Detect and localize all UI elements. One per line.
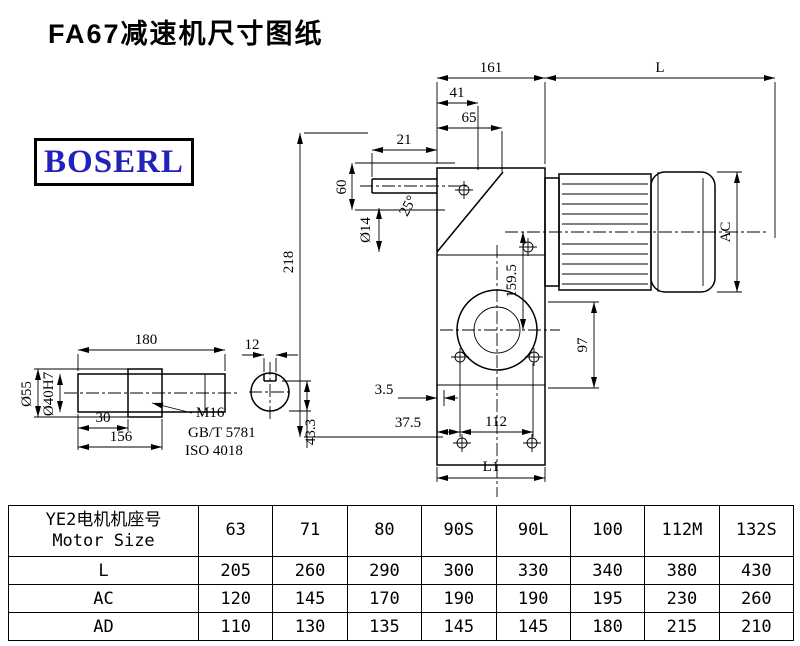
dim-65: 65 [462, 110, 477, 126]
size-col-header: 63 [197, 505, 274, 557]
dim-41: 41 [450, 85, 465, 101]
table-cell: 260 [272, 556, 348, 585]
dim-43-3: 43.3 [303, 419, 319, 445]
motor-size-table: YE2电机机座号 Motor Size 63 71 80 90S 90L 100… [8, 505, 795, 641]
bolt-hole [455, 181, 473, 199]
bolt-hole [519, 238, 537, 256]
gearbox-main-view [360, 167, 560, 497]
table-cell: 290 [346, 556, 423, 585]
table-cell: 195 [569, 584, 646, 613]
size-col-header: 90L [495, 505, 571, 557]
table-cell: 210 [718, 612, 795, 641]
standard-label-iso: ISO 4018 [185, 443, 243, 459]
size-col-header: 71 [272, 505, 348, 557]
size-col-header: 80 [346, 505, 423, 557]
table-cell: 300 [421, 556, 497, 585]
dim-159-5: 159.5 [504, 264, 520, 298]
dim-12: 12 [245, 337, 260, 353]
table-cell: 340 [569, 556, 646, 585]
keyway-section-view: 12 43.3 [242, 337, 319, 448]
table-cell: 180 [569, 612, 646, 641]
dim-3-5: 3.5 [375, 382, 394, 398]
dim-AC: AC [718, 222, 734, 243]
table-cell: 145 [421, 612, 497, 641]
table-cell: 170 [346, 584, 423, 613]
table-cell: 190 [495, 584, 571, 613]
motor-fins [562, 183, 648, 285]
main-view-dimensions: 161 L 41 65 21 60 Ø14 [281, 60, 776, 482]
motor-size-header-cn: YE2电机机座号 [45, 509, 162, 530]
table-cell: 145 [272, 584, 348, 613]
bolt-hole [523, 434, 541, 452]
motor-view [505, 171, 768, 293]
table-row-AC: AC 120 145 170 190 190 195 230 260 [8, 584, 795, 613]
dim-25deg: 25° [396, 193, 420, 219]
table-cell: 135 [346, 612, 423, 641]
dim-21: 21 [397, 132, 412, 148]
table-cell: 215 [644, 612, 720, 641]
page-title: FA67减速机尺寸图纸 [48, 19, 324, 49]
dim-180: 180 [135, 332, 158, 348]
table-cell: 230 [644, 584, 720, 613]
table-row-L: L 205 260 290 300 330 340 380 430 [8, 556, 795, 585]
dim-L1: L1 [483, 459, 500, 475]
row-label: AC [8, 584, 199, 613]
dim-161: 161 [480, 60, 503, 76]
table-cell: 190 [421, 584, 497, 613]
dim-30: 30 [96, 410, 111, 426]
table-cell: 120 [197, 584, 274, 613]
housing-outline [436, 167, 546, 466]
table-header-row: YE2电机机座号 Motor Size 63 71 80 90S 90L 100… [8, 505, 795, 557]
table-cell: 430 [718, 556, 795, 585]
bolt-hole [453, 434, 471, 452]
dim-156: 156 [110, 429, 133, 445]
size-col-header: 132S [718, 505, 795, 557]
table-cell: 205 [197, 556, 274, 585]
bolt-hole [525, 348, 543, 366]
table-cell: 330 [495, 556, 571, 585]
size-col-header: 100 [569, 505, 646, 557]
table-row-AD: AD 110 130 135 145 145 180 215 210 [8, 612, 795, 641]
motor-size-header-cell: YE2电机机座号 Motor Size [8, 505, 199, 557]
dim-60: 60 [334, 180, 350, 195]
size-col-header: 90S [421, 505, 497, 557]
table-cell: 260 [718, 584, 795, 613]
table-cell: 380 [644, 556, 720, 585]
row-label: AD [8, 612, 199, 641]
shaft-detail-view: 180 Ø55 Ø40H7 30 156 M16 GB/T 5781 ISO [19, 332, 256, 459]
dim-218: 218 [281, 251, 297, 274]
dim-97: 97 [575, 337, 591, 353]
angled-face-line [436, 171, 504, 253]
size-col-header: 112M [644, 505, 720, 557]
dim-dia55: Ø55 [19, 381, 35, 407]
dim-37-5: 37.5 [395, 415, 421, 431]
dim-dia14: Ø14 [358, 217, 374, 243]
motor-size-header-en: Motor Size [52, 531, 155, 551]
table-cell: 145 [495, 612, 571, 641]
thread-label: M16 [196, 405, 225, 421]
dimension-drawing: 161 L 41 65 21 60 Ø14 [19, 60, 776, 497]
table-cell: 130 [272, 612, 348, 641]
dim-dia40: Ø40H7 [41, 371, 57, 416]
thread-leader-line [151, 402, 193, 414]
boserl-logo: BOSERL [34, 138, 194, 186]
standard-label-gb: GB/T 5781 [188, 425, 256, 441]
row-label: L [8, 556, 199, 585]
table-cell: 110 [197, 612, 274, 641]
dim-L: L [655, 60, 664, 76]
dim-112: 112 [485, 414, 507, 430]
